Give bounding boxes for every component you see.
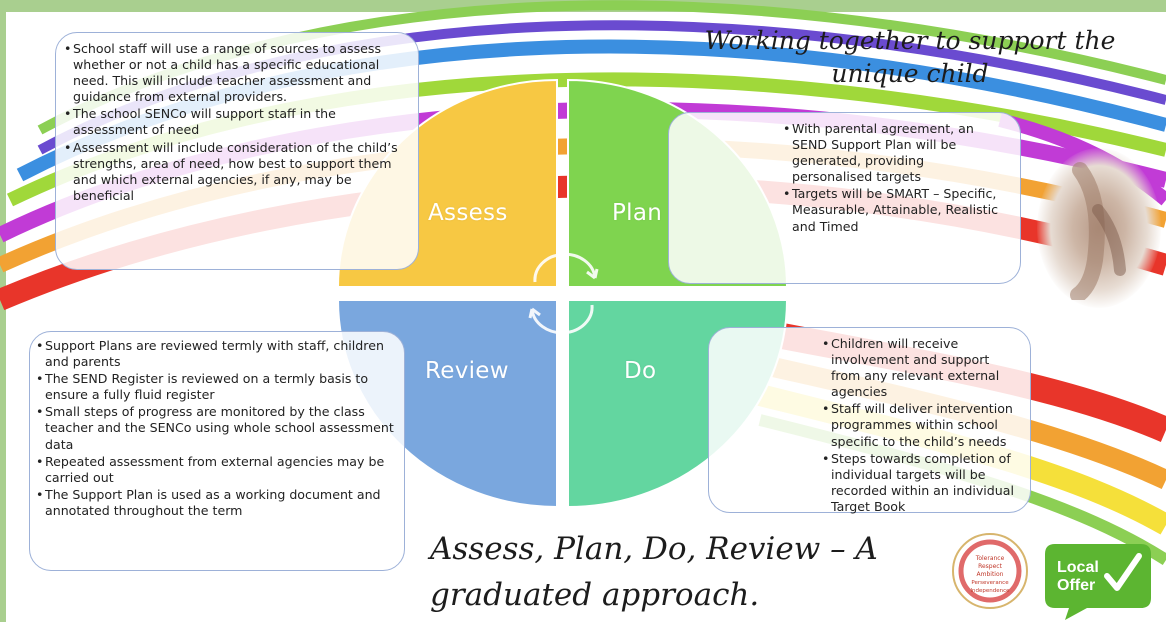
assess-point: School staff will use a range of sources… [64, 41, 408, 105]
school-value-1: Tolerance [975, 555, 1005, 562]
do-point: Steps towards completion of individual t… [822, 451, 1020, 515]
review-point: Repeated assessment from external agenci… [36, 454, 394, 486]
school-value-3: Ambition [977, 571, 1004, 578]
holding-hands-icon [1070, 162, 1126, 300]
assess-point: Assessment will include consideration of… [64, 140, 408, 204]
plan-point: With parental agreement, an SEND Support… [783, 121, 1008, 185]
quadrant-label-plan: Plan [612, 200, 663, 226]
cycle-arrows-icon [528, 252, 599, 335]
bottom-title: Assess, Plan, Do, Review – A graduated a… [430, 526, 960, 618]
do-point: Children will receive involvement and su… [822, 336, 1020, 400]
local-offer-badge: Local Offer [1045, 544, 1151, 620]
school-logo: Tolerance Respect Ambition Perseverance … [952, 533, 1028, 609]
do-point: Staff will deliver intervention programm… [822, 401, 1020, 449]
quadrant-label-review: Review [425, 358, 509, 384]
review-point: The Support Plan is used as a working do… [36, 487, 394, 519]
frame-left-border [0, 0, 6, 622]
checkmark-icon [1104, 553, 1142, 591]
top-title-line: Working together to support the [704, 26, 1116, 55]
review-point: Support Plans are reviewed termly with s… [36, 338, 394, 370]
quadrant-label-assess: Assess [428, 200, 508, 226]
bottom-title-line: graduated approach. [430, 577, 760, 613]
local-offer-line1: Local [1057, 559, 1099, 576]
quadrant-label-do: Do [624, 358, 657, 384]
plan-text-box: With parental agreement, an SEND Support… [668, 112, 1021, 284]
school-value-5: Independence [970, 588, 1010, 594]
school-value-2: Respect [978, 563, 1003, 570]
assess-text-box: School staff will use a range of sources… [55, 32, 419, 270]
plan-point: Targets will be SMART – Specific, Measur… [783, 186, 1008, 234]
review-point: The SEND Register is reviewed on a terml… [36, 371, 394, 403]
top-title: Working together to support the unique c… [690, 24, 1130, 90]
review-point: Small steps of progress are monitored by… [36, 404, 394, 452]
local-offer-line2: Offer [1057, 577, 1095, 594]
assess-point: The school SENCo will support staff in t… [64, 106, 408, 138]
review-text-box: Support Plans are reviewed termly with s… [29, 331, 405, 571]
top-title-line: unique child [831, 59, 989, 88]
do-text-box: Children will receive involvement and su… [708, 327, 1031, 515]
school-value-4: Perseverance [971, 580, 1009, 586]
bottom-title-line: Assess, Plan, Do, Review – A [430, 531, 878, 567]
